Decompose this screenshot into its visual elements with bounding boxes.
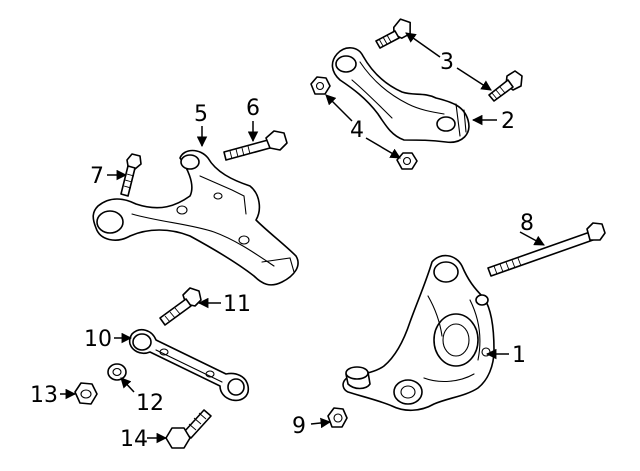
bolt-8[interactable] — [487, 222, 606, 277]
leader-8 — [519, 231, 545, 246]
bolt-7[interactable] — [120, 153, 142, 197]
callout-12: 12 — [136, 391, 164, 416]
bolt-14[interactable] — [165, 409, 212, 449]
nut-13[interactable] — [74, 382, 98, 405]
nut-9[interactable] — [327, 407, 348, 428]
lower-control-arm-5[interactable] — [92, 149, 299, 286]
knuckle-1[interactable] — [342, 254, 495, 412]
callout-11: 11 — [223, 292, 251, 317]
callout-labels: 3 2 4 5 6 7 8 1 9 11 10 12 13 14 — [30, 50, 534, 452]
upper-control-arm-2[interactable] — [331, 47, 470, 144]
lateral-link-10[interactable] — [128, 328, 250, 402]
leader-3b — [456, 67, 492, 91]
bolt-3-upper[interactable] — [375, 18, 413, 49]
callout-1: 1 — [512, 343, 526, 368]
leader-lines — [60, 32, 545, 444]
leader-4a — [325, 94, 353, 122]
washer-12[interactable] — [107, 363, 127, 381]
bolt-6[interactable] — [223, 130, 288, 161]
nut-4-upper[interactable] — [310, 76, 331, 95]
callout-7: 7 — [90, 164, 104, 189]
bolt-11[interactable] — [159, 287, 202, 326]
leader-12 — [120, 377, 135, 393]
callout-6: 6 — [246, 96, 260, 121]
nut-4-lower[interactable] — [396, 152, 418, 170]
callout-14: 14 — [120, 427, 148, 452]
leader-4b — [365, 137, 401, 159]
callout-2: 2 — [501, 109, 515, 134]
callout-10: 10 — [84, 327, 112, 352]
callout-4: 4 — [350, 118, 364, 143]
callout-8: 8 — [520, 211, 534, 236]
leader-9 — [310, 417, 332, 429]
leader-3a — [405, 32, 441, 58]
callout-13: 13 — [30, 383, 58, 408]
callout-5: 5 — [194, 102, 208, 127]
callout-9: 9 — [292, 414, 306, 439]
callout-3: 3 — [440, 50, 454, 75]
bolt-3-lower[interactable] — [488, 70, 523, 102]
